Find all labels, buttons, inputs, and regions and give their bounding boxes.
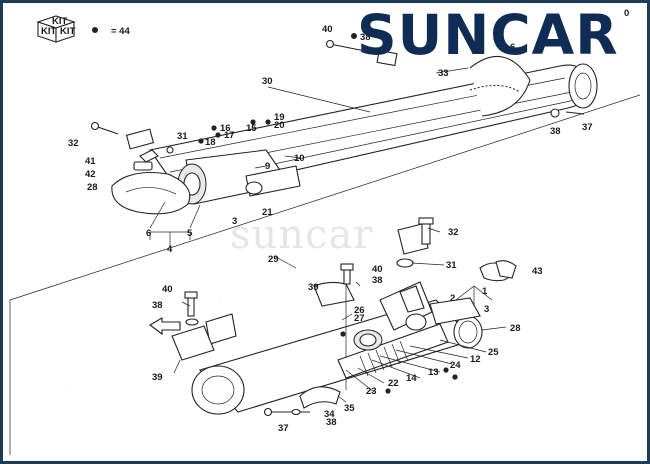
callout-17: 17 <box>224 130 235 141</box>
callout-39-lower: 39 <box>152 372 163 383</box>
callout-0: 0 <box>624 8 629 19</box>
callout-labels: = 44 0 40 38 6 33 30 19 20 15 16 17 18 3… <box>68 8 629 434</box>
callout-12: 12 <box>470 354 481 365</box>
callout-38-right: 38 <box>550 126 561 137</box>
callout-37-bottom: 37 <box>278 423 289 434</box>
callout-27: 27 <box>354 313 365 324</box>
callout-23: 23 <box>366 386 377 397</box>
callout-40-left: 40 <box>162 284 173 295</box>
callout-32-top: 32 <box>68 138 79 149</box>
callout-18: 18 <box>205 137 216 148</box>
callout-25: 25 <box>488 347 499 358</box>
callout-40-mid: 40 <box>372 264 383 275</box>
callout-6-top: 6 <box>510 42 515 53</box>
callout-16: 16 <box>220 123 231 134</box>
callout-32-lower: 32 <box>448 227 459 238</box>
brand-watermark: suncar <box>230 212 374 258</box>
callout-4: 4 <box>167 244 173 255</box>
callout-26: 26 <box>354 305 365 316</box>
kit-box-label: KIT <box>52 16 68 27</box>
callout-42: 42 <box>85 169 96 180</box>
callout-20: 20 <box>274 120 285 131</box>
kit-box-label-right: KIT <box>60 26 76 37</box>
callout-41: 41 <box>85 156 96 167</box>
callout-14: 14 <box>406 373 417 384</box>
callout-40-top: 40 <box>322 24 333 35</box>
callout-34: 34 <box>324 409 335 420</box>
callout-38-left: 38 <box>152 300 163 311</box>
callout-2: 2 <box>450 293 455 304</box>
callout-6-left: 6 <box>146 228 151 239</box>
callout-22: 22 <box>388 378 399 389</box>
callout-15: 15 <box>246 123 257 134</box>
callout-21: 21 <box>262 207 273 218</box>
callout-38-bottom: 38 <box>326 417 337 428</box>
callout-33: 33 <box>438 68 449 79</box>
callout-3-lower: 3 <box>484 304 489 315</box>
kit-box-icon <box>36 15 76 43</box>
callout-35: 35 <box>344 403 355 414</box>
callout-29: 29 <box>268 254 279 265</box>
callout-5: 5 <box>187 228 193 239</box>
callout-39-mid: 39 <box>308 282 319 293</box>
callout-24: 24 <box>450 360 461 371</box>
callout-28-lower: 28 <box>510 323 521 334</box>
callout-13: 13 <box>428 367 439 378</box>
panel-edge-upper <box>9 94 641 301</box>
callout-28-top: 28 <box>87 182 98 193</box>
callout-43: 43 <box>532 266 543 277</box>
kit-box-label-left: KIT <box>41 26 57 37</box>
kit-note: = 44 <box>111 26 130 37</box>
callout-31-lower: 31 <box>446 260 457 271</box>
callout-38-top: 38 <box>360 32 371 43</box>
callout-30: 30 <box>262 76 273 87</box>
kit-markers <box>92 27 458 394</box>
upper-cylinder-assembly <box>90 39 598 246</box>
callout-3-top: 3 <box>232 216 237 227</box>
callout-9: 9 <box>265 161 270 172</box>
callout-1: 1 <box>482 286 488 297</box>
brand-logo: SUNCAR <box>357 3 619 67</box>
callout-10: 10 <box>294 153 305 164</box>
callout-31-top: 31 <box>177 131 188 142</box>
callout-38-mid: 38 <box>372 275 383 286</box>
callout-37-top: 37 <box>582 122 593 133</box>
lower-cylinder-assembly <box>68 217 517 417</box>
callout-19: 19 <box>274 112 285 123</box>
